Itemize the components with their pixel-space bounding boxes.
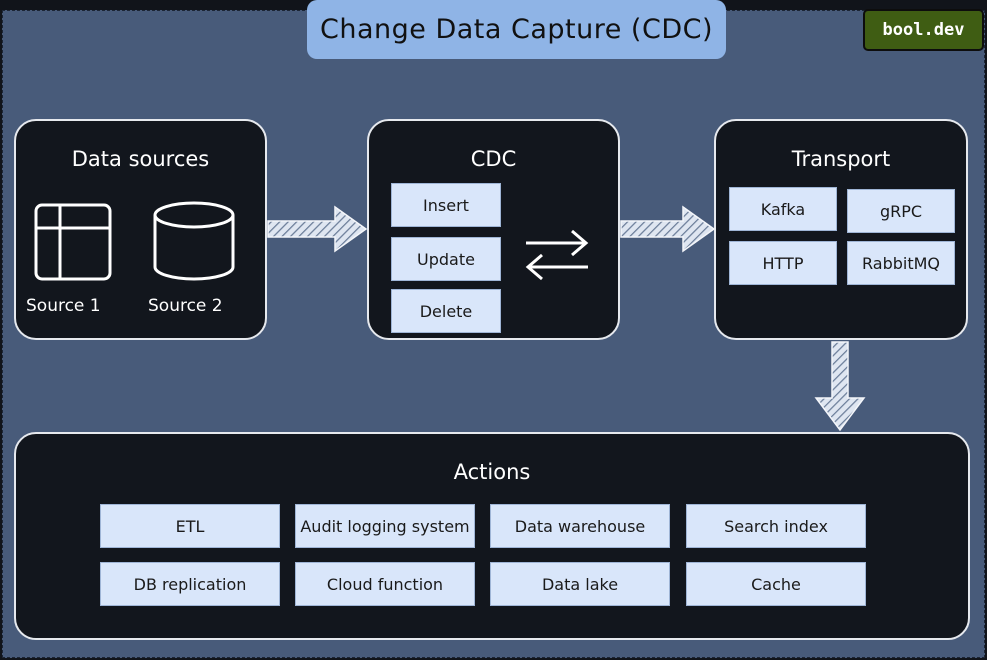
kafka-chip: Kafka xyxy=(729,187,837,231)
cdc-title: CDC xyxy=(470,147,517,171)
rabbitmq-chip: RabbitMQ xyxy=(847,241,955,285)
action-search-index: Search index xyxy=(686,504,866,548)
action-cloud-function: Cloud function xyxy=(295,562,475,606)
data-sources-panel: Data sources Source 1 Source 2 xyxy=(14,119,267,340)
table-icon xyxy=(34,203,112,281)
update-chip: Update xyxy=(391,237,501,281)
http-chip: HTTP xyxy=(729,241,837,285)
source-1-label: Source 1 xyxy=(26,296,101,316)
action-audit-logging: Audit logging system xyxy=(295,504,475,548)
arrow-transport-to-actions xyxy=(814,341,866,432)
transport-title: Transport xyxy=(791,147,891,171)
grpc-chip: gRPC xyxy=(847,189,955,233)
sync-arrows-icon xyxy=(525,229,589,281)
transport-panel: Transport Kafka gRPC HTTP RabbitMQ xyxy=(714,119,968,340)
actions-panel: Actions ETL Audit logging system Data wa… xyxy=(14,432,970,640)
insert-chip: Insert xyxy=(391,183,501,227)
arrow-cdc-to-transport xyxy=(620,205,716,253)
delete-chip: Delete xyxy=(391,289,501,333)
diagram-title: Change Data Capture (CDC) xyxy=(307,0,726,59)
action-etl: ETL xyxy=(100,504,280,548)
arrow-sources-to-cdc xyxy=(267,205,368,253)
actions-title: Actions xyxy=(453,460,531,484)
action-db-replication: DB replication xyxy=(100,562,280,606)
data-sources-title: Data sources xyxy=(71,147,210,171)
action-data-lake: Data lake xyxy=(490,562,670,606)
brand-badge: bool.dev xyxy=(863,9,984,51)
source-2-label: Source 2 xyxy=(148,296,223,316)
cdc-panel: CDC Insert Update Delete xyxy=(367,119,620,340)
action-data-warehouse: Data warehouse xyxy=(490,504,670,548)
database-icon xyxy=(153,201,235,281)
action-cache: Cache xyxy=(686,562,866,606)
